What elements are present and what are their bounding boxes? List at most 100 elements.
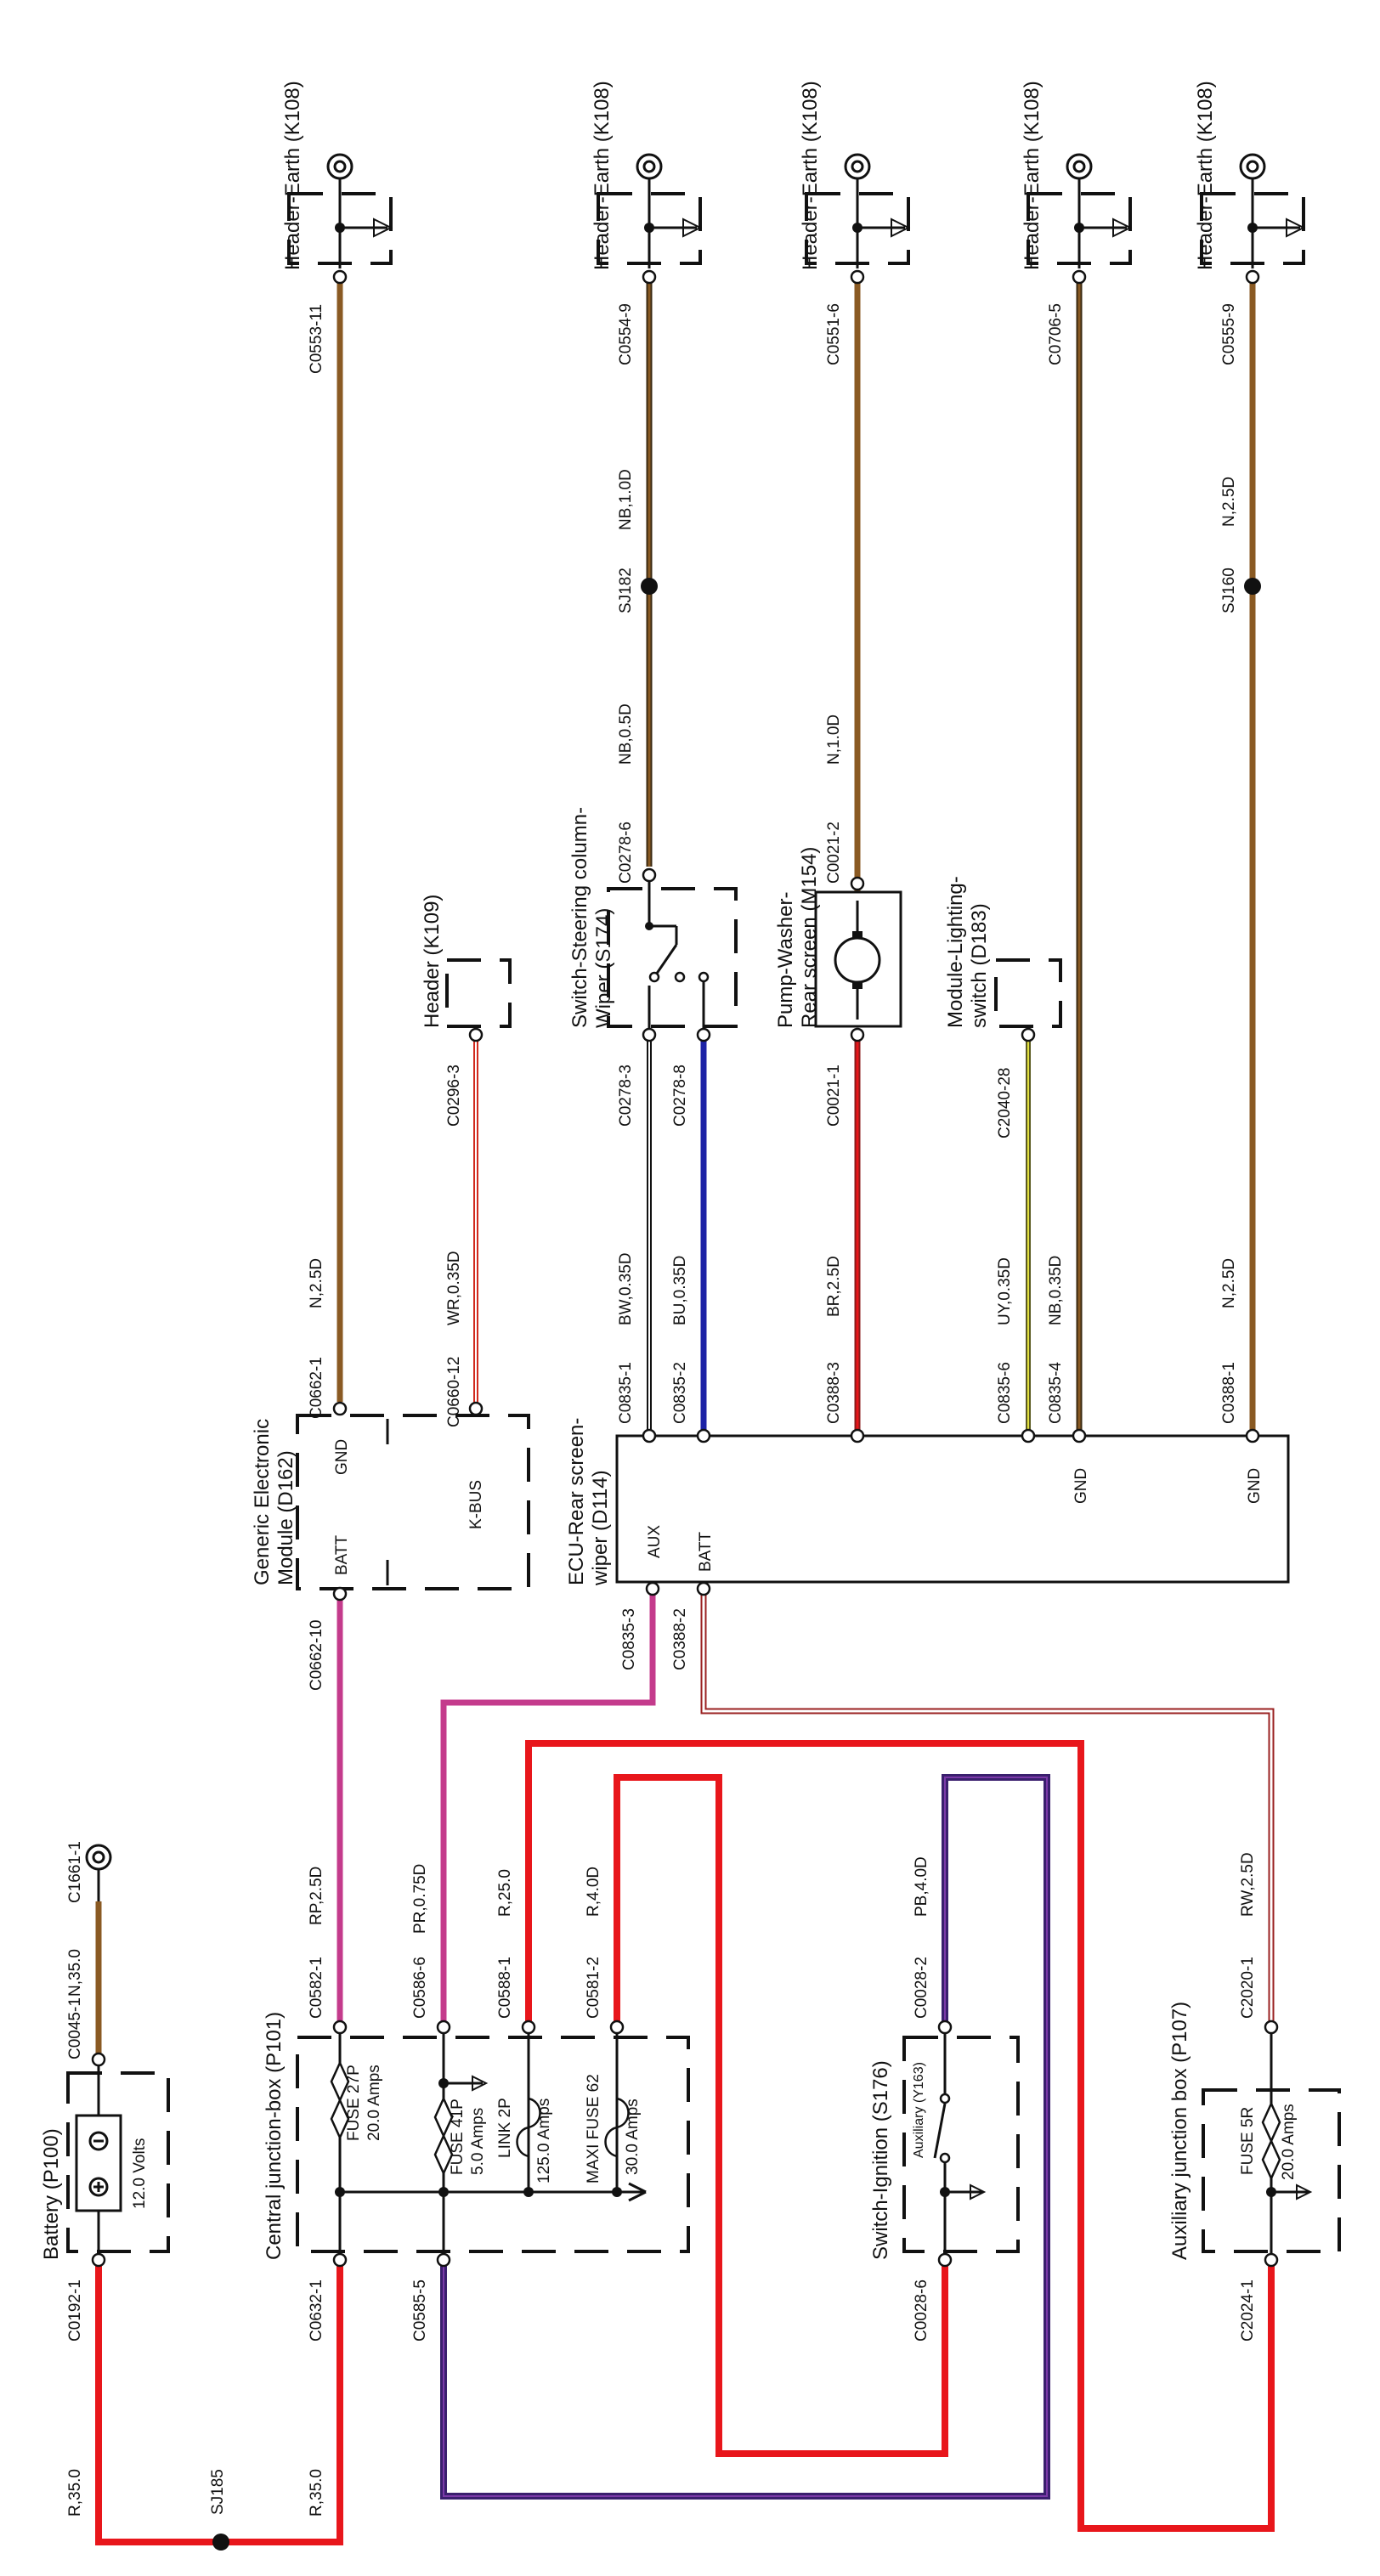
conn-c0021-1: C0021-1 — [825, 1065, 843, 1127]
label-battery-volts: 12.0 Volts — [131, 2138, 149, 2209]
conn-c0835-1: C0835-1 — [617, 1362, 635, 1424]
wire-r250 — [525, 1740, 1275, 2532]
wire-label-nb05d: NB,0.5D — [617, 703, 635, 765]
wire-label-nb035d: NB,0.35D — [1047, 1256, 1065, 1325]
conn-c0835-3: C0835-3 — [620, 1608, 638, 1670]
fuse-27p: FUSE 27P — [345, 2065, 363, 2141]
wire-label-pb40d: PB,4.0D — [913, 1856, 930, 1917]
label-header-earth-3: Header-Earth (K108) — [799, 81, 822, 270]
label-ignition: Switch-Ignition (S176) — [869, 2060, 892, 2260]
fuse-5r-amps: 20.0 Amps — [1280, 2104, 1298, 2180]
gem-pin-kbus: K-BUS — [467, 1480, 485, 1529]
wire-label-uy035d: UY,0.35D — [996, 1257, 1014, 1325]
conn-c0588-1: C0588-1 — [496, 1957, 514, 2019]
label-ecu-l2: wiper (D114) — [589, 1470, 612, 1586]
wire-label-n10d: N,1.0D — [825, 715, 843, 765]
label-switch-wiper-l1: Switch-Steering column- — [568, 807, 591, 1028]
label-ajb: Auxiliary junction box (P107) — [1168, 2002, 1191, 2260]
splice-sj160: SJ160 — [1220, 568, 1238, 613]
header-k109 — [445, 958, 512, 1042]
conn-c0028-2: C0028-2 — [913, 1957, 930, 2019]
conn-c0554-9: C0554-9 — [617, 303, 635, 365]
label-header-earth-4: Header-Earth (K108) — [1021, 81, 1043, 270]
wire-rw-inner — [702, 1589, 1273, 2022]
conn-c0835-4: C0835-4 — [1047, 1362, 1065, 1424]
maxi-fuse-62-amps: 30.0 Amps — [624, 2099, 642, 2175]
conn-c2024-1: C2024-1 — [1239, 2279, 1257, 2342]
label-ecu: ECU-Rear screen- wiper (D114) — [565, 1412, 612, 1586]
conn-c0835-2: C0835-2 — [671, 1362, 689, 1424]
conn-c0555-9: C0555-9 — [1220, 303, 1238, 365]
wire-pb — [440, 1774, 1050, 2500]
conn-c0586-6: C0586-6 — [411, 1957, 429, 2019]
splice-sj182: SJ182 — [617, 568, 635, 613]
conn-c0662-10: C0662-10 — [308, 1620, 325, 1691]
label-pump: Pump-Washer- Rear screen (M154) — [774, 847, 821, 1028]
gem-pin-gnd: GND — [333, 1439, 351, 1475]
conn-c0551-6: C0551-6 — [825, 303, 843, 365]
fuse-27p-amps: 20.0 Amps — [365, 2065, 383, 2141]
label-ecu-l1: ECU-Rear screen- — [565, 1418, 588, 1585]
conn-c2040-28: C2040-28 — [996, 1068, 1014, 1138]
splice-sj160-dot — [1244, 578, 1261, 595]
label-pump-l2: Rear screen (M154) — [798, 847, 821, 1028]
switch-wiper — [607, 867, 738, 1042]
earth-header-4 — [1027, 153, 1133, 285]
conn-c0632-1: C0632-1 — [308, 2279, 325, 2342]
conn-c2020-1: C2020-1 — [1239, 1957, 1257, 2019]
earth-header-1 — [287, 153, 393, 285]
label-cjb: Central junction-box (P101) — [263, 2012, 286, 2260]
link-2p: LINK 2P — [496, 2098, 514, 2158]
wire-label-pr075d: PR,0.75D — [411, 1864, 429, 1934]
conn-c0585-5: C0585-5 — [411, 2279, 429, 2342]
gem-pin-batt: BATT — [333, 1534, 351, 1575]
splice-sj182-dot — [641, 578, 658, 595]
wire-rw — [700, 1589, 1275, 2022]
label-pump-l1: Pump-Washer- — [774, 892, 797, 1028]
wire-label-rp25d: RP,2.5D — [308, 1867, 325, 1925]
conn-c0835-6: C0835-6 — [996, 1362, 1014, 1424]
ecu-pin-gnd2: GND — [1246, 1468, 1264, 1504]
aux-junction-box — [1202, 2020, 1341, 2268]
ecu-rear-wiper — [615, 1428, 1290, 1596]
conn-c0388-2: C0388-2 — [671, 1608, 689, 1670]
link-2p-amps: 125.0 Amps — [535, 2099, 553, 2183]
label-battery: Battery (P100) — [40, 2128, 63, 2260]
conn-c0296-3: C0296-3 — [445, 1065, 463, 1127]
conn-c0192-1: C0192-1 — [66, 2279, 84, 2342]
label-header-earth-1: Header-Earth (K108) — [281, 81, 304, 270]
wire-label-n25d-top: N,2.5D — [1220, 477, 1238, 527]
wire-label-br25d: BR,2.5D — [825, 1256, 843, 1317]
wire-label-bu035d: BU,0.35D — [671, 1256, 689, 1325]
wire-label-n25d-b: N,2.5D — [1220, 1258, 1238, 1308]
label-switch-wiper-l2: Wiper (S174) — [592, 908, 615, 1028]
wire-label-n350: N,35.0 — [66, 1949, 84, 1997]
conn-c0388-1: C0388-1 — [1220, 1362, 1238, 1424]
conn-c0028-6: C0028-6 — [913, 2279, 930, 2342]
battery — [66, 1844, 170, 2268]
wire-label-r350-b: R,35.0 — [308, 2469, 325, 2517]
wire-label-wr035d: WR,0.35D — [445, 1251, 463, 1325]
pump-washer — [814, 876, 902, 1042]
earth-header-2 — [597, 153, 703, 285]
label-gem: Generic Electronic Module (D162) — [251, 1413, 297, 1585]
conn-c1661-1: C1661-1 — [66, 1841, 84, 1903]
label-module-lighting-l1: Module-Lighting- — [944, 876, 967, 1028]
wire-r40 — [614, 1774, 948, 2457]
fuse-41p-amps: 5.0 Amps — [469, 2108, 487, 2175]
conn-c0706-5: C0706-5 — [1047, 303, 1065, 365]
splice-sj185-dot — [212, 2534, 229, 2551]
ecu-pin-gnd1: GND — [1072, 1468, 1090, 1504]
wire-label-rw25d: RW,2.5D — [1239, 1852, 1257, 1917]
earth-header-3 — [805, 153, 911, 285]
label-module-lighting-l2: switch (D183) — [968, 903, 991, 1028]
module-lighting — [994, 958, 1062, 1042]
label-gem-l2: Module (D162) — [274, 1450, 297, 1585]
label-ignition-aux: Auxiliary (Y163) — [912, 2062, 926, 2158]
conn-c0553-11: C0553-11 — [308, 304, 325, 374]
earth-header-5 — [1200, 153, 1306, 285]
conn-c0278-3: C0278-3 — [617, 1065, 635, 1127]
wire-label-nb10d: NB,1.0D — [617, 469, 635, 530]
wire-pb-inner — [443, 1777, 1048, 2497]
